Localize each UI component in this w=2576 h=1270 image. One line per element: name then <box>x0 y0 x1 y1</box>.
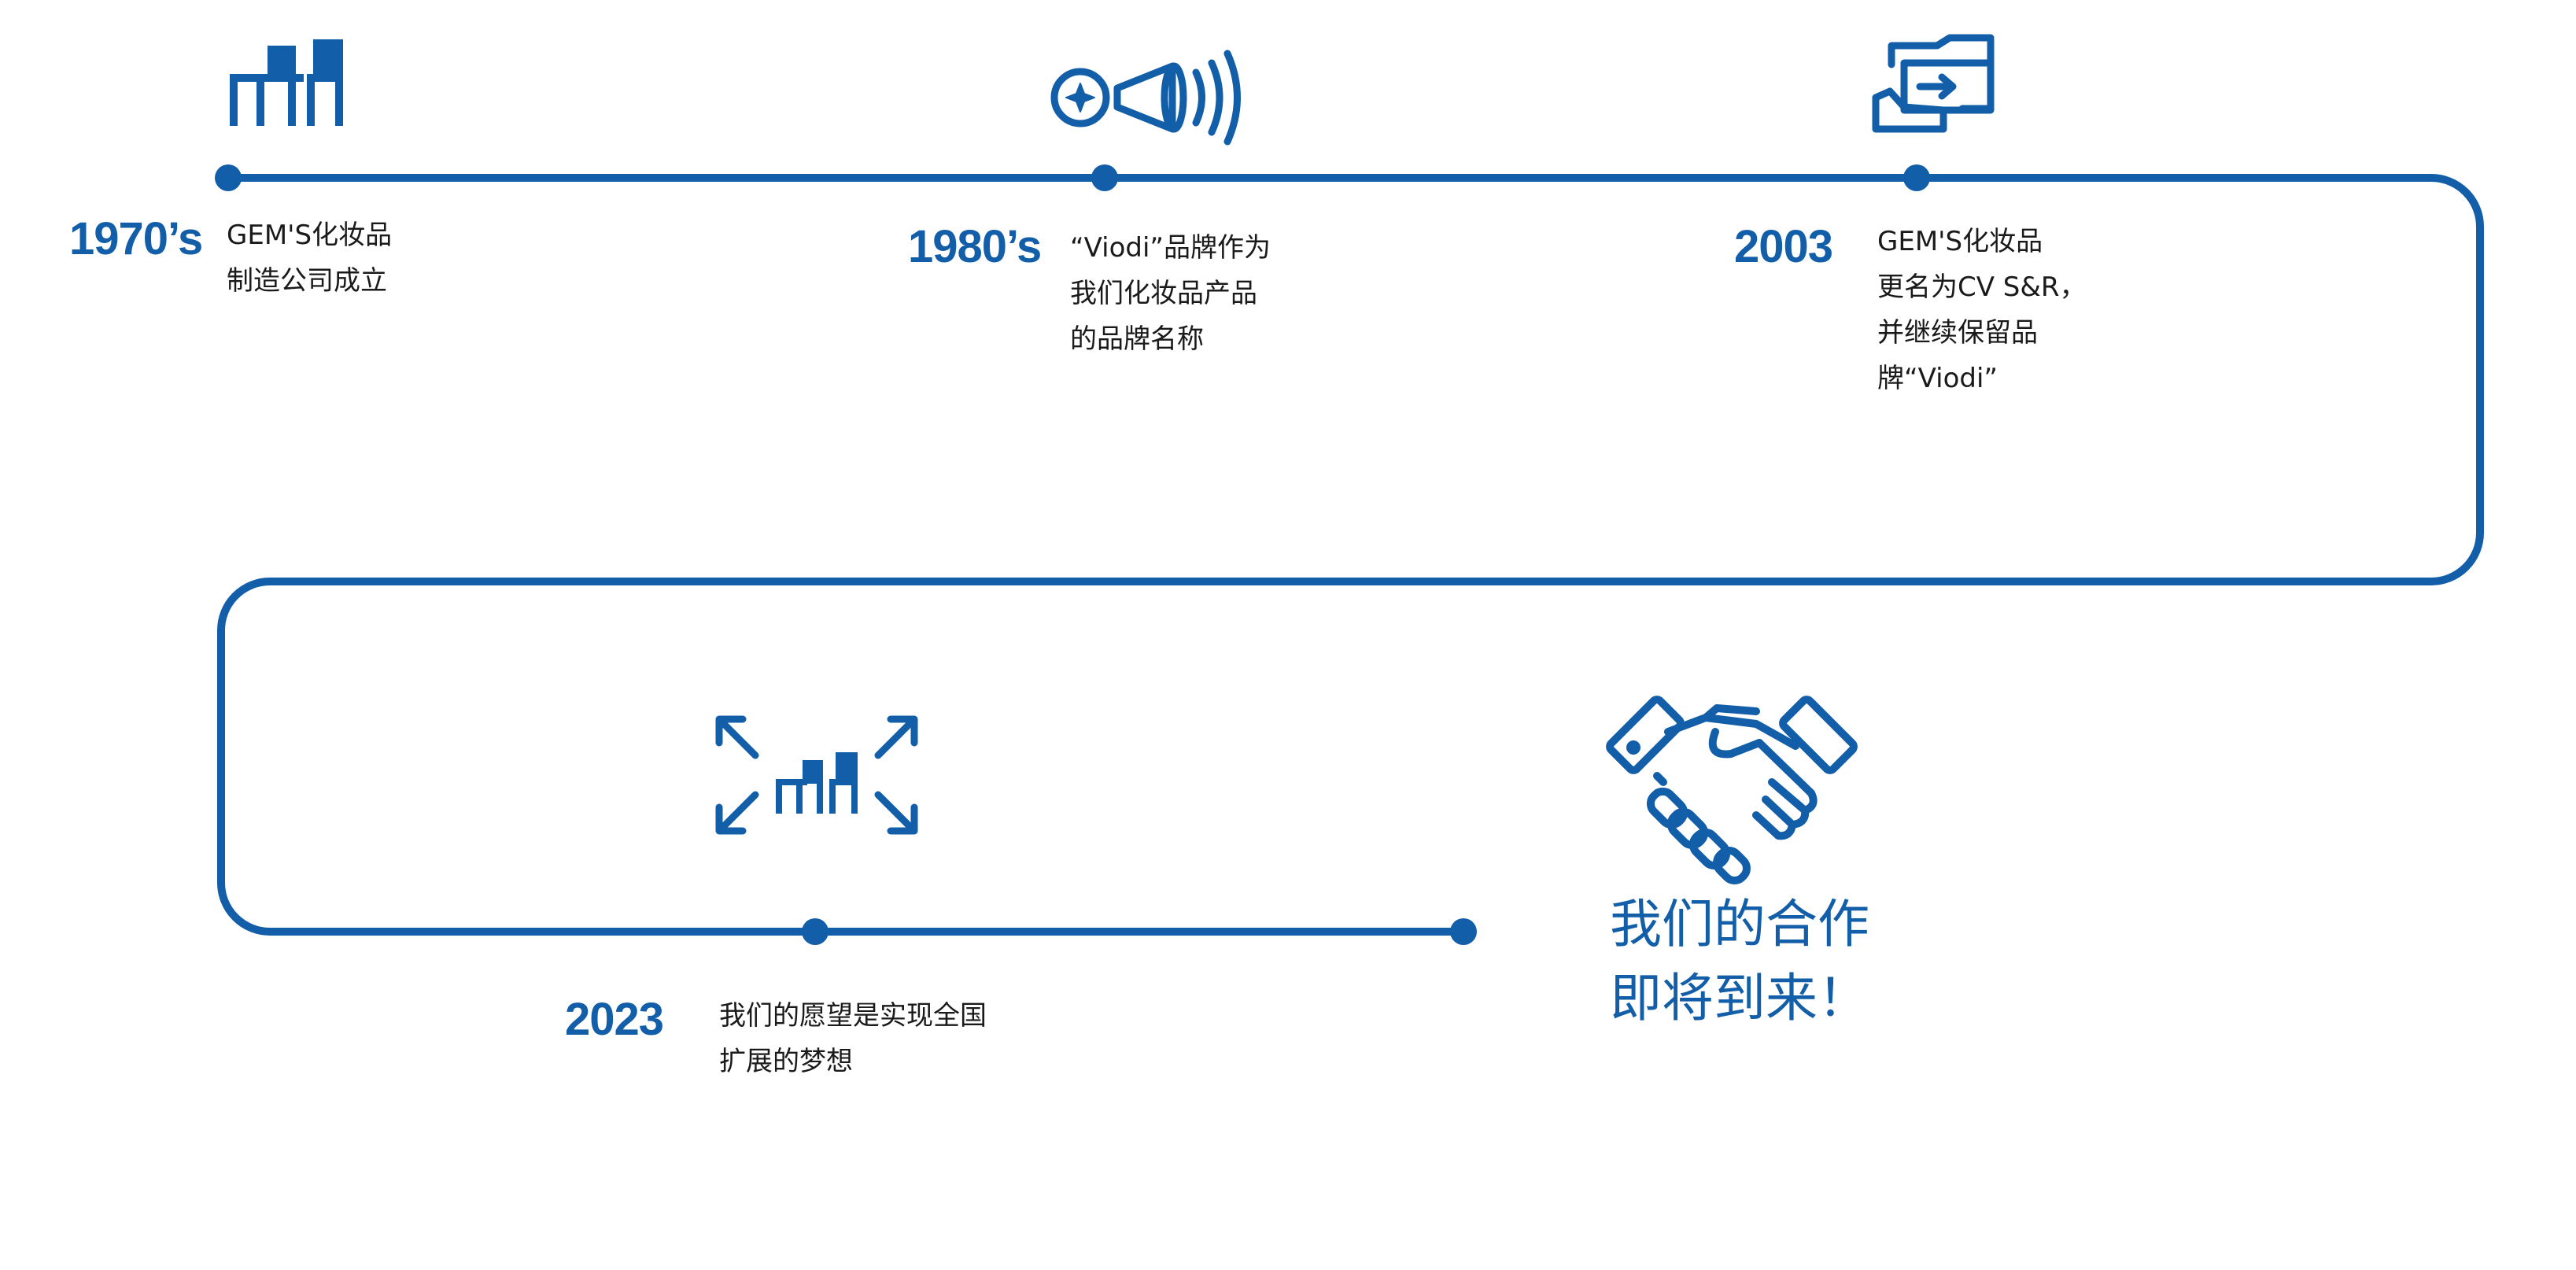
closing-line: 即将到来！ <box>1610 968 1869 1028</box>
timeline-path <box>217 174 2484 936</box>
timeline-dot-2003 <box>1903 164 1930 191</box>
description-line: 并继续保留品 <box>1877 317 2038 349</box>
factory-icon <box>230 39 343 126</box>
description-line: 我们的愿望是实现全国 <box>719 1000 987 1032</box>
timeline-dot-1970s <box>215 164 242 191</box>
milestone-2023-description: 我们的愿望是实现全国 扩展的梦想 <box>719 993 987 1084</box>
description-line: 牌“Viodi” <box>1877 363 1998 394</box>
megaphone-icon <box>1050 50 1241 146</box>
timeline-dot-end <box>1450 918 1477 945</box>
milestone-1980s-description: “Viodi”品牌作为 我们化妆品产品 的品牌名称 <box>1070 225 1271 362</box>
year-1970s: 1970’s <box>69 213 203 264</box>
timeline-dot-2023 <box>802 918 829 945</box>
description-line: “Viodi”品牌作为 <box>1070 232 1271 264</box>
year-2003: 2003 <box>1734 221 1833 272</box>
handshake-icon <box>1606 696 1858 884</box>
closing-statement: 我们的合作 即将到来！ <box>1610 888 1869 1036</box>
year-2023: 2023 <box>565 994 664 1045</box>
milestone-1970s-description: GEM'S化妆品 制造公司成立 <box>227 212 392 304</box>
description-line: 我们化妆品产品 <box>1070 278 1257 309</box>
exchange-icon <box>1872 34 1995 133</box>
year-1980s: 1980’s <box>908 221 1042 272</box>
description-line: GEM'S化妆品 <box>227 220 393 251</box>
description-line: GEM'S化妆品 <box>1877 226 2043 257</box>
description-line: 制造公司成立 <box>227 265 387 297</box>
factory-expand-icon <box>715 715 918 835</box>
description-line: 扩展的梦想 <box>719 1046 853 1077</box>
milestone-2003-description: GEM'S化妆品 更名为CV S&R， 并继续保留品 牌“Viodi” <box>1877 219 2087 401</box>
description-line: 的品牌名称 <box>1070 323 1204 355</box>
description-line: 更名为CV S&R， <box>1877 271 2087 303</box>
closing-line: 我们的合作 <box>1610 894 1869 954</box>
timeline-dot-1980s <box>1091 164 1118 191</box>
